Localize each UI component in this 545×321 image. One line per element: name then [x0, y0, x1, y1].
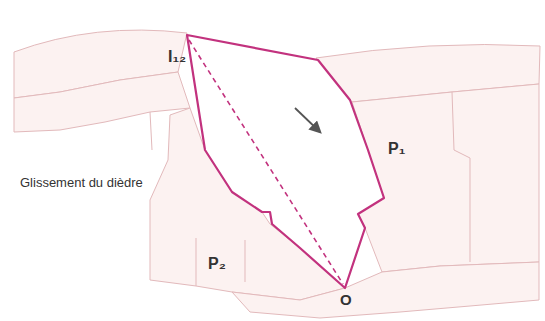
- caption-label: Glissement du dièdre: [20, 176, 143, 190]
- wedge-outline: [187, 35, 384, 288]
- cliff-step: [150, 112, 152, 150]
- plane-label: P₁: [388, 140, 405, 158]
- cliff-right: [352, 84, 539, 272]
- cliff-left: [14, 72, 190, 132]
- slide-arrow: [295, 108, 320, 132]
- plane-label: P₂: [208, 255, 226, 273]
- cliff-step: [452, 92, 470, 262]
- ground: [232, 262, 539, 318]
- intersection-line: [189, 40, 343, 284]
- cliff-step: [196, 238, 197, 286]
- point-label: I₁₂: [168, 48, 186, 66]
- point-label: O: [340, 292, 352, 309]
- cliff-step: [245, 240, 246, 282]
